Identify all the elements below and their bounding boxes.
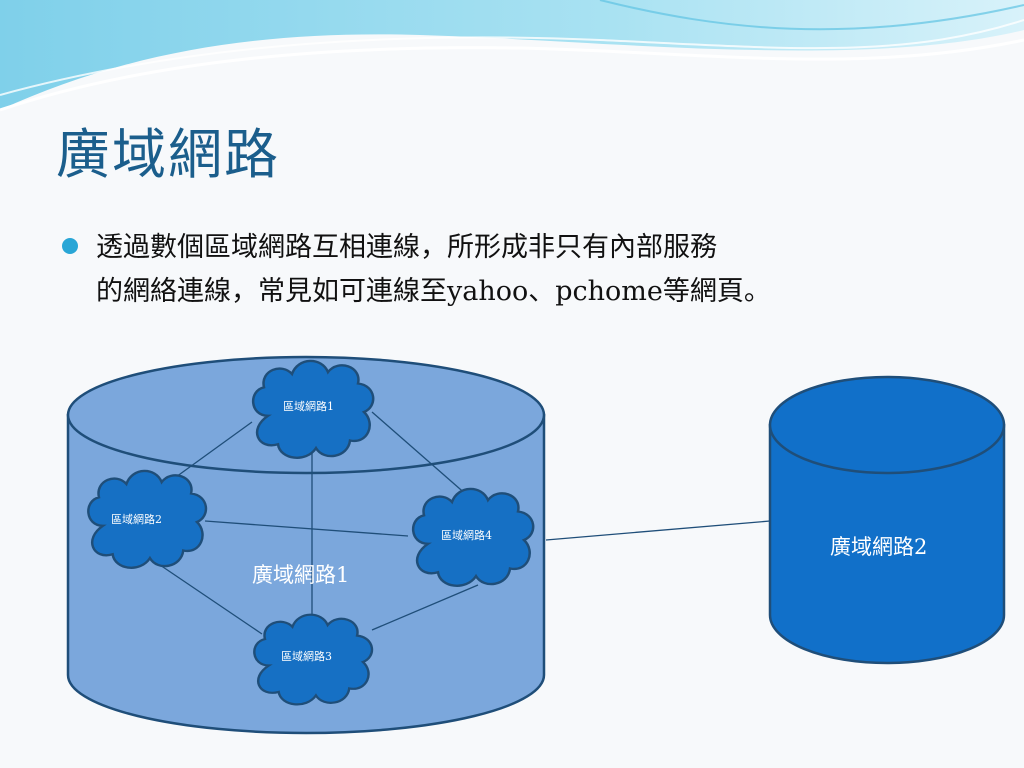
- link-lan2-lan4: [204, 520, 409, 537]
- bullet-line-1: 透過數個區域網路互相連線，所形成非只有內部服務: [96, 232, 717, 263]
- bullet-dot-icon: [62, 238, 78, 254]
- lan3-label: 區域網路3: [281, 649, 332, 663]
- link-lan1-lan4: [371, 411, 469, 497]
- wan1-label: 廣域網路1: [252, 563, 349, 587]
- bullet-item: 透過數個區域網路互相連線，所形成非只有內部服務 的網絡連線，常見如可連線至yah…: [62, 226, 982, 314]
- wan2-label: 廣域網路2: [830, 535, 927, 559]
- bullet-text: 透過數個區域網路互相連線，所形成非只有內部服務 的網絡連線，常見如可連線至yah…: [96, 226, 982, 314]
- link-lan3-lan4: [371, 584, 479, 631]
- slide-title: 廣域網路: [56, 123, 280, 186]
- link-lan2-lan3: [159, 564, 263, 635]
- lan1-label: 區域網路1: [283, 399, 334, 413]
- bullet-line-2: 的網絡連線，常見如可連線至yahoo、pchome等網頁。: [96, 276, 771, 307]
- lan2-label: 區域網路2: [111, 512, 162, 526]
- lan4-label: 區域網路4: [441, 528, 492, 542]
- link-wan1-wan2: [545, 520, 771, 541]
- wan2-cylinder: [768, 375, 1006, 665]
